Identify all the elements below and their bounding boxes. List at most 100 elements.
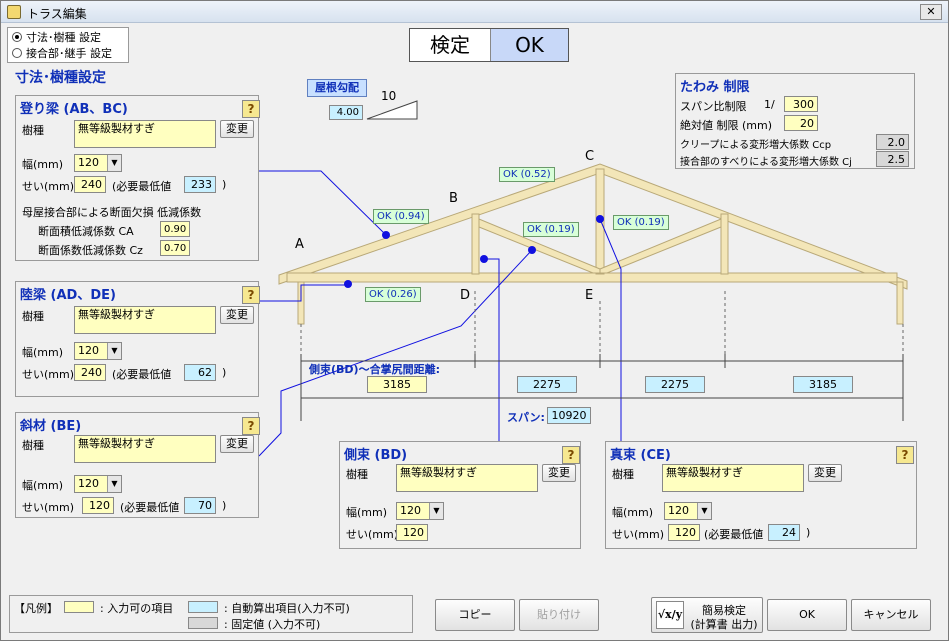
span-ratio-prefix: 1/ [764, 98, 775, 111]
paste-button[interactable]: 貼り付け [519, 599, 599, 631]
slip-label: 接合部のすべりによる変形増大係数 Cj [680, 157, 852, 168]
side-post-left-member [471, 213, 480, 275]
height-input[interactable]: 240 [74, 364, 106, 381]
change-species-button[interactable]: 変更 [808, 464, 842, 482]
legend-fixed-label: : 固定値 (入力不可) [224, 618, 321, 631]
change-species-button[interactable]: 変更 [220, 306, 254, 324]
close-button[interactable]: ✕ [920, 4, 942, 20]
cz-input[interactable]: 0.70 [160, 240, 190, 256]
diagonal-right-member [599, 218, 722, 274]
app-icon [7, 5, 21, 19]
roof-pitch-button[interactable]: 屋根勾配 [307, 79, 367, 97]
width-select[interactable]: 120▼ [74, 154, 122, 172]
help-icon[interactable]: ? [242, 286, 260, 304]
help-icon[interactable]: ? [242, 417, 260, 435]
legend-swatch-auto [188, 601, 218, 613]
copy-button[interactable]: コピー [435, 599, 515, 631]
height-input[interactable]: 120 [82, 497, 114, 514]
cancel-button[interactable]: キャンセル [851, 599, 931, 631]
node-label-a: A [295, 237, 304, 252]
simple-check-button[interactable]: √x/y 簡易検定 (計算書 出力) [651, 597, 763, 633]
roof-pitch-base: 10 [381, 89, 397, 103]
width-select[interactable]: 120▼ [74, 342, 122, 360]
species-label: 樹種 [22, 439, 44, 452]
king-post-title: 真束 (CE) [610, 448, 671, 463]
node-label-d: D [460, 288, 471, 303]
species-label: 樹種 [612, 468, 634, 481]
help-icon[interactable]: ? [562, 446, 580, 464]
deflection-title: たわみ 制限 [680, 80, 750, 95]
min-value: 70 [184, 497, 216, 514]
top-chord-member [278, 163, 908, 290]
ca-label: 断面積低減係数 CA [38, 225, 134, 238]
verdict-value: OK [490, 29, 568, 61]
species-field[interactable]: 無等級製材すぎ [662, 464, 804, 492]
width-select[interactable]: 120▼ [74, 475, 122, 493]
post-distance-label: 側束(BD)～合掌尻間距離: [309, 363, 440, 376]
change-species-button[interactable]: 変更 [542, 464, 576, 482]
chevron-down-icon: ▼ [107, 155, 121, 171]
species-field[interactable]: 無等級製材すぎ [396, 464, 538, 492]
width-label: 幅(mm) [22, 158, 64, 171]
side-post-right-member [720, 213, 729, 275]
legend-input-label: : 入力可の項目 [100, 602, 174, 615]
ca-input[interactable]: 0.90 [160, 221, 190, 237]
check-tag-be: OK (0.19) [523, 222, 579, 237]
legend-title: 【凡例】 [14, 602, 58, 615]
width-select[interactable]: 120▼ [664, 502, 712, 520]
dimension-guides [300, 291, 904, 354]
span-value: 10920 [547, 407, 591, 424]
width-label: 幅(mm) [22, 346, 64, 359]
absolute-limit-input[interactable]: 20 [784, 115, 818, 131]
help-icon[interactable]: ? [242, 100, 260, 118]
simple-check-line1: 簡易検定 [702, 604, 746, 617]
species-field[interactable]: 無等級製材すぎ [74, 435, 216, 463]
min-value-label: (必要最低値 [112, 180, 172, 193]
side-post-panel: 側束 (BD) ? 樹種 無等級製材すぎ 変更 幅(mm) 120▼ せい(mm… [339, 441, 581, 549]
legend-auto-label: : 自動算出項目(入力不可) [224, 602, 350, 615]
check-markers [344, 215, 604, 288]
help-icon[interactable]: ? [896, 446, 914, 464]
change-species-button[interactable]: 変更 [220, 120, 254, 138]
post-distance-input[interactable]: 3185 [367, 376, 427, 393]
diagonal-left-member [478, 218, 601, 274]
title-bar: トラス編集 ✕ [1, 1, 948, 23]
legend-box: 【凡例】 : 入力可の項目 : 自動算出項目(入力不可) : 固定値 (入力不可… [9, 595, 413, 633]
diagonal-panel: 斜材 (BE) ? 樹種 無等級製材すぎ 変更 幅(mm) 120▼ せい(mm… [15, 412, 260, 518]
check-tag-ad: OK (0.26) [365, 287, 421, 302]
dimension-value: 2275 [645, 376, 705, 393]
species-field[interactable]: 無等級製材すぎ [74, 120, 216, 148]
height-label: せい(mm) [22, 368, 75, 381]
chevron-down-icon: ▼ [697, 503, 711, 519]
height-label: せい(mm) [22, 180, 75, 193]
min-value: 233 [184, 176, 216, 193]
height-label: せい(mm) [346, 528, 399, 541]
verdict-box: 検定 OK [409, 28, 569, 62]
ok-button[interactable]: OK [767, 599, 847, 631]
section-title: 寸法･樹種設定 [15, 70, 106, 86]
creep-value: 2.0 [876, 134, 909, 150]
node-label-c: C [585, 149, 595, 164]
bottom-chord-panel: 陸梁 (AD、DE) ? 樹種 無等級製材すぎ 変更 幅(mm) 120▼ せい… [15, 281, 260, 397]
height-input[interactable]: 120 [396, 524, 428, 541]
min-value-close: ) [222, 366, 227, 379]
change-species-button[interactable]: 変更 [220, 435, 254, 453]
chevron-down-icon: ▼ [429, 503, 443, 519]
width-label: 幅(mm) [612, 506, 654, 519]
min-value-label: (必要最低値 [704, 528, 764, 541]
height-input[interactable]: 240 [74, 176, 106, 193]
span-ratio-input[interactable]: 300 [784, 96, 818, 112]
slip-value: 2.5 [876, 151, 909, 167]
width-select[interactable]: 120▼ [396, 502, 444, 520]
height-label: せい(mm) [612, 528, 665, 541]
mode-option-joints[interactable]: 接合部･継手 設定 [12, 46, 128, 62]
roof-pitch-value: 4.00 [329, 105, 363, 120]
species-field[interactable]: 無等級製材すぎ [74, 306, 216, 334]
span-label: スパン: [507, 411, 545, 424]
absolute-limit-label: 絶対値 制限 (mm) [680, 119, 773, 132]
radio-unselected-icon [12, 48, 22, 58]
mode-option-dimensions[interactable]: 寸法･樹種 設定 [12, 30, 128, 46]
simple-check-line2: (計算書 出力) [690, 618, 758, 631]
species-label: 樹種 [346, 468, 368, 481]
height-input[interactable]: 120 [668, 524, 700, 541]
